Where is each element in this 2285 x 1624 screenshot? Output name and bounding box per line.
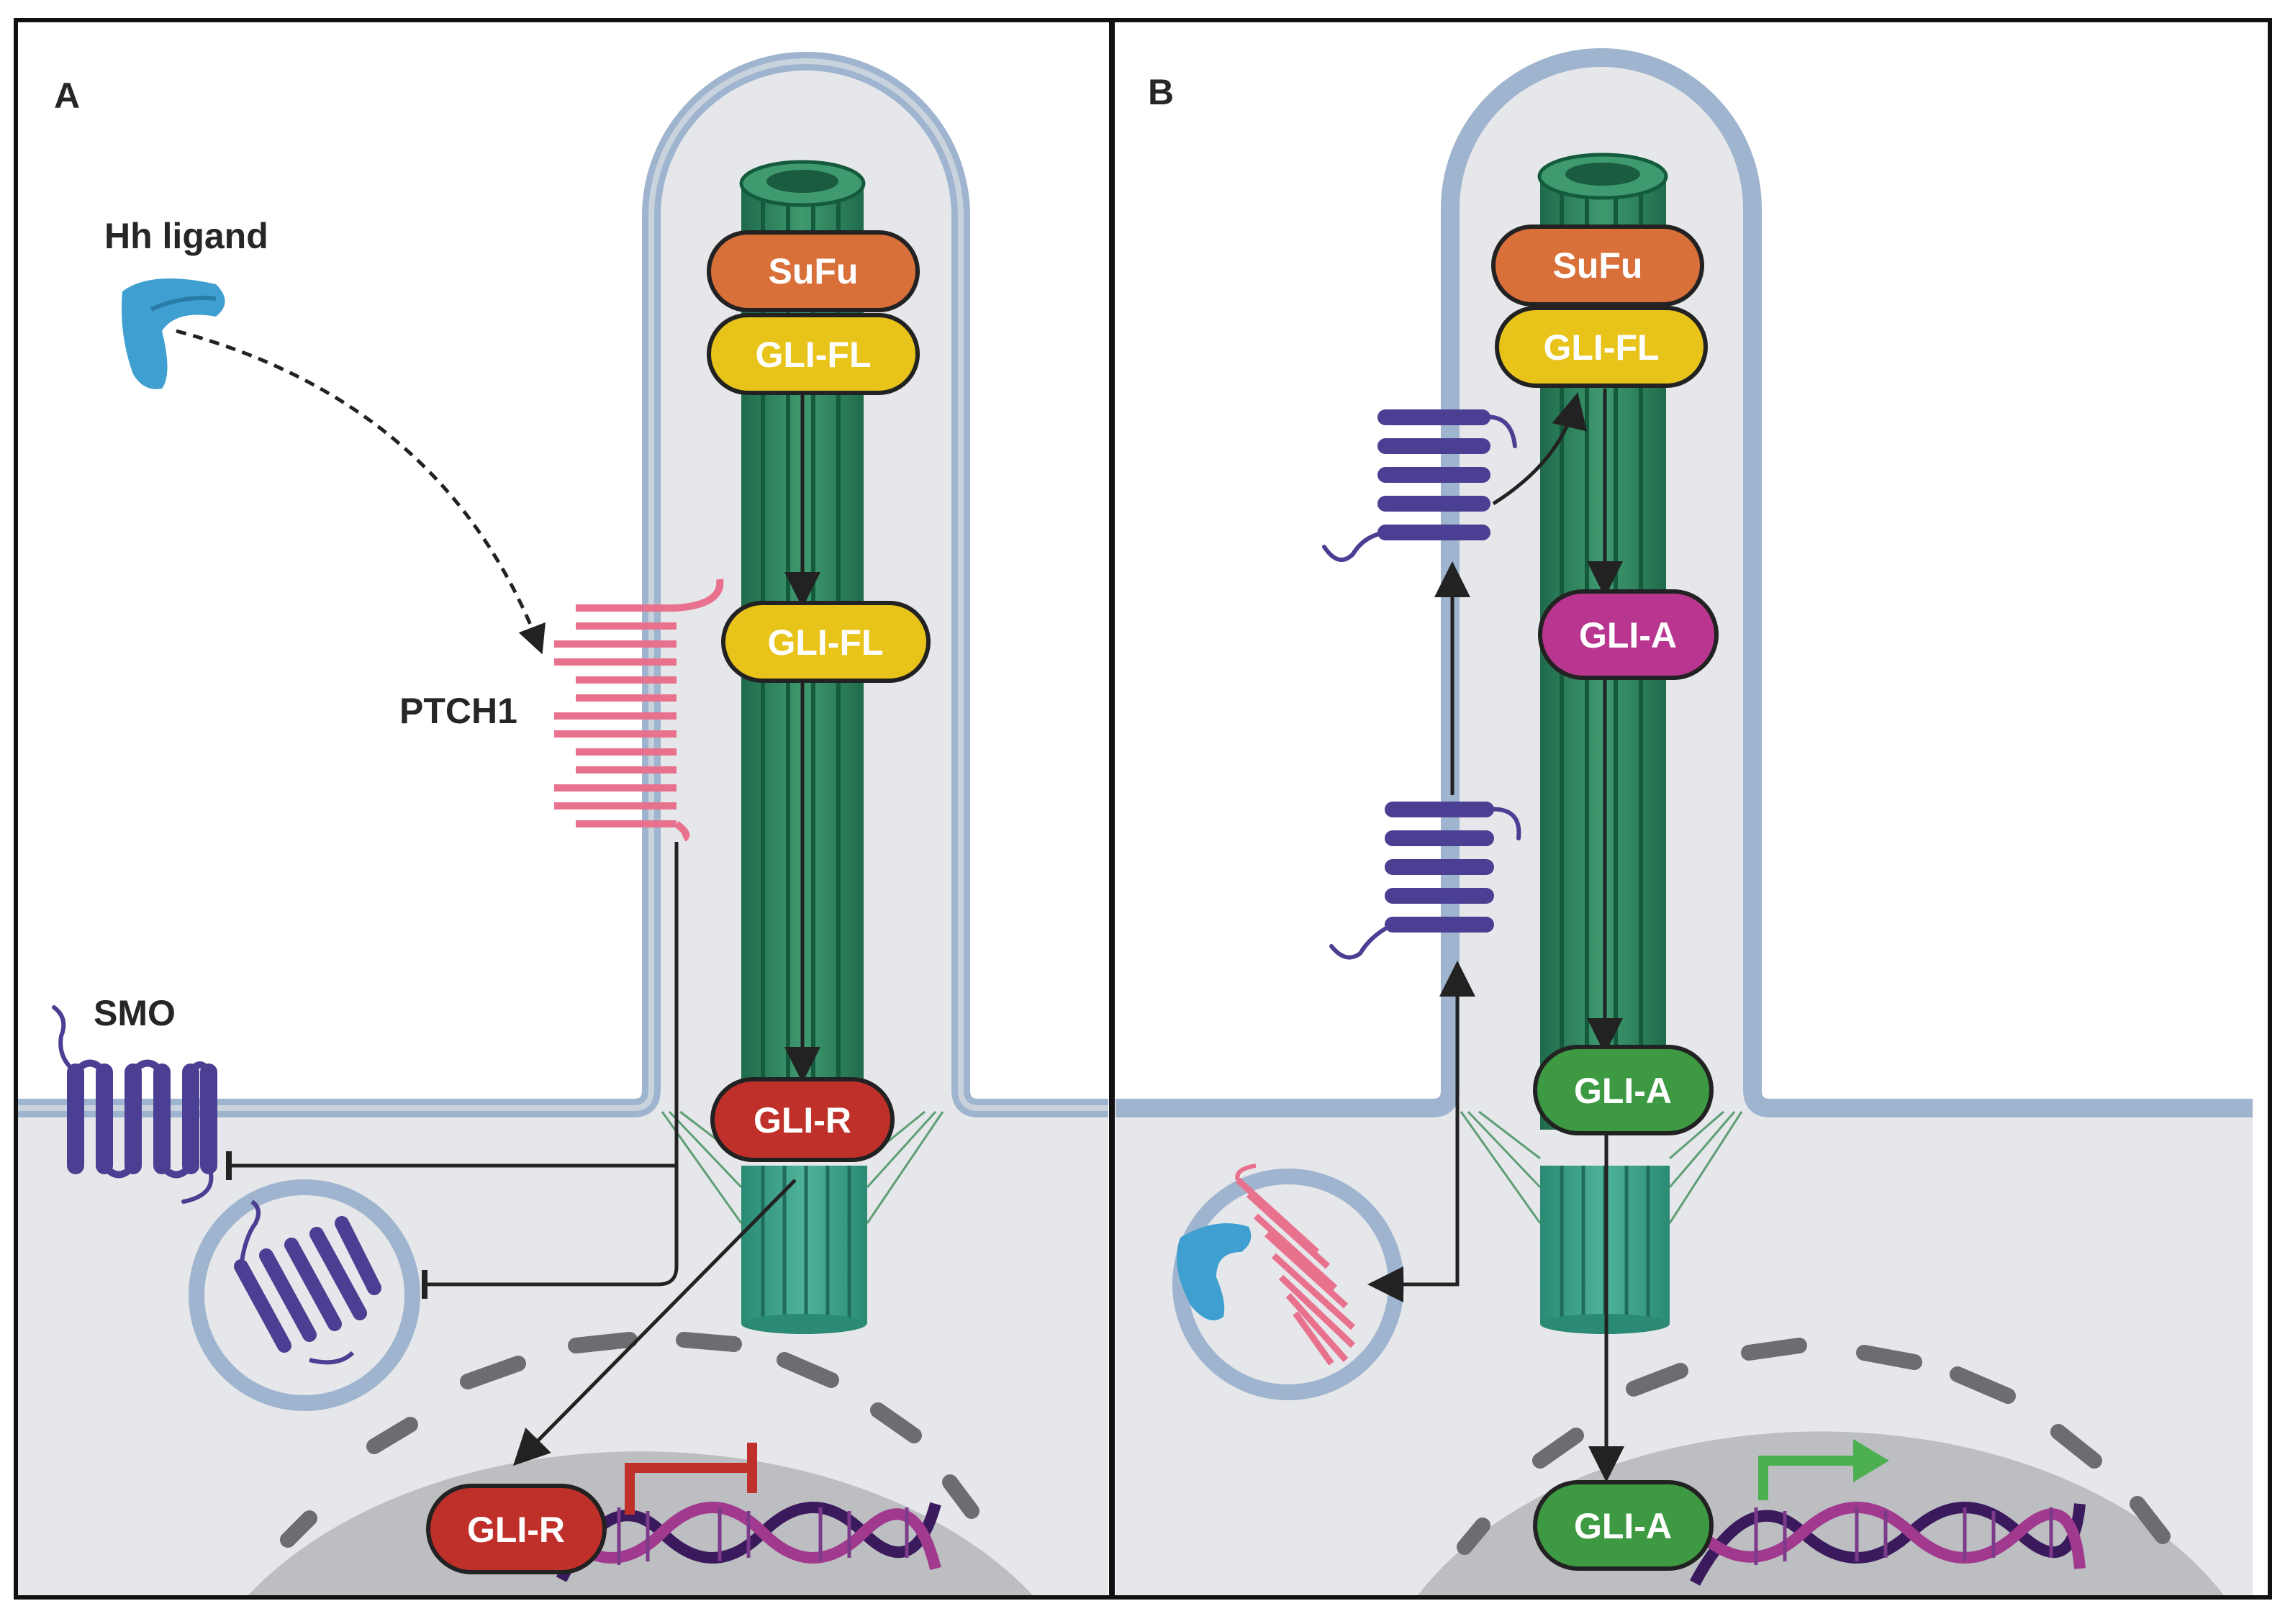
gli-a-mid-pill-b: GLI-A bbox=[1538, 589, 1719, 680]
svg-text:SuFu: SuFu bbox=[1553, 245, 1643, 286]
arrow-glir-to-nucleus bbox=[512, 1179, 797, 1466]
smo-receptor-upper-b bbox=[1322, 409, 1517, 562]
membrane-b bbox=[1116, 48, 2253, 1117]
activation-arrow bbox=[1758, 1439, 1889, 1500]
svg-text:SuFu: SuFu bbox=[769, 251, 859, 291]
smo-receptor-mid-b bbox=[1329, 802, 1521, 960]
gli-fl-top-pill-a: GLI-FL bbox=[707, 313, 920, 395]
panel-a: SuFu GLI-FL GLI-FL GLI-R bbox=[18, 52, 1108, 1595]
panel-a-letter: A bbox=[54, 76, 80, 116]
dna-b bbox=[1689, 1502, 2086, 1586]
hh-to-ptch1-dashed-arrow bbox=[176, 329, 546, 655]
panel-b-letter: B bbox=[1148, 72, 1174, 112]
svg-text:GLI-A: GLI-A bbox=[1579, 615, 1677, 656]
svg-text:GLI-FL: GLI-FL bbox=[1543, 327, 1659, 368]
repression-symbol bbox=[625, 1443, 757, 1515]
smo-label: SMO bbox=[94, 993, 176, 1033]
gli-fl-mid-pill-a: GLI-FL bbox=[721, 601, 931, 683]
svg-text:GLI-FL: GLI-FL bbox=[755, 335, 871, 375]
ptch1-receptor-a bbox=[554, 579, 724, 842]
ptch1-label: PTCH1 bbox=[399, 691, 517, 731]
svg-text:GLI-R: GLI-R bbox=[467, 1510, 565, 1550]
panel-b: SuFu GLI-FL GLI-A GLI-A bbox=[1116, 48, 2253, 1595]
dna-a bbox=[556, 1502, 941, 1582]
cytoplasm-b bbox=[1116, 58, 2253, 1595]
gli-r-base-pill-a: GLI-R bbox=[710, 1077, 895, 1162]
smo-receptor-a bbox=[52, 1005, 217, 1204]
arrow-smo-to-glifl bbox=[1492, 392, 1588, 506]
vesicle-ptch1-b bbox=[1172, 1163, 1404, 1400]
sufu-pill-b: SuFu bbox=[1491, 224, 1704, 307]
gli-r-nucleus-pill: GLI-R bbox=[426, 1484, 607, 1574]
gli-a-nucleus-pill: GLI-A bbox=[1533, 1480, 1714, 1571]
ptch1-inhibit-vesicle-line bbox=[425, 1166, 679, 1287]
svg-text:GLI-A: GLI-A bbox=[1574, 1071, 1672, 1111]
svg-text:GLI-R: GLI-R bbox=[754, 1100, 851, 1140]
sufu-pill-a: SuFu bbox=[707, 230, 920, 312]
hh-ligand-label: Hh ligand bbox=[104, 216, 268, 256]
gli-a-base-pill-b: GLI-A bbox=[1533, 1045, 1714, 1135]
vesicle-smo-a bbox=[189, 1179, 420, 1411]
svg-text:GLI-A: GLI-A bbox=[1574, 1506, 1672, 1546]
hh-ligand-a bbox=[122, 278, 225, 389]
gli-fl-top-pill-b: GLI-FL bbox=[1495, 306, 1708, 388]
svg-text:GLI-FL: GLI-FL bbox=[767, 622, 883, 663]
